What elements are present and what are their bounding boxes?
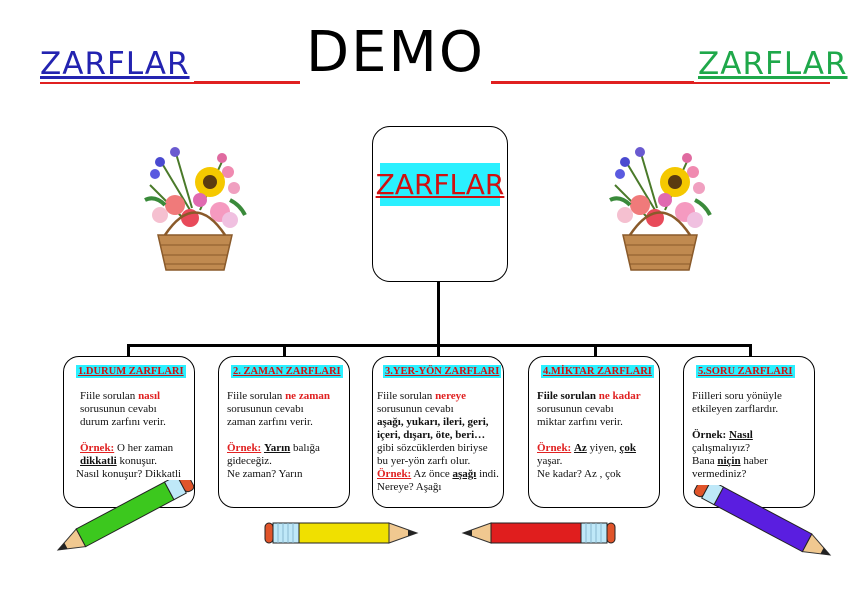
connector-drop-2	[283, 344, 286, 357]
card-keyword: ne zaman	[285, 390, 330, 402]
card-text: bu yer-yön zarfı olur.	[377, 455, 471, 467]
center-label: ZARFLAR	[376, 163, 504, 206]
card-text: balığa	[290, 442, 320, 454]
flower-basket-icon	[609, 147, 712, 271]
card-text: Fiile sorulan	[537, 390, 599, 402]
card-text: aşağı, yukarı, ileri, geri,	[377, 416, 489, 428]
pencil-icon	[264, 522, 419, 544]
card-title: 2. ZAMAN ZARFLARI	[231, 365, 343, 378]
card-keyword: Yarın	[263, 442, 291, 454]
card-text: sorusunun cevabı	[537, 403, 614, 415]
connector-drop-5	[749, 344, 752, 357]
card-text: gibi sözcüklerden biriyse	[377, 442, 488, 454]
card-keyword: nereye	[435, 390, 467, 402]
header-left-title: ZARFLAR	[40, 46, 194, 82]
pencil-icon	[693, 485, 832, 556]
card-title: 4.MİKTAR ZARFLARI	[541, 365, 654, 378]
card-text: sorusunun cevabı	[227, 403, 304, 415]
card-zaman-zarflari: 2. ZAMAN ZARFLARI Fiile sorulan ne zaman…	[218, 356, 350, 508]
connector-drop-4	[594, 344, 597, 357]
card-keyword: Nasıl	[728, 429, 753, 441]
card-text: zaman zarfını verir.	[227, 416, 313, 428]
card-example-label: Örnek:	[692, 429, 727, 441]
card-yer-yon-zarflari: 3.YER-YÖN ZARFLARI Fiile sorulan nereye …	[372, 356, 504, 508]
pencil-icon	[56, 480, 195, 551]
card-text: Fiile sorulan	[227, 390, 286, 402]
card-text: Fiilleri soru yönüyle	[692, 390, 782, 402]
card-text: sorusunun cevabı	[80, 403, 157, 415]
card-text: Ne zaman? Yarın	[227, 468, 303, 480]
card-text: indi.	[476, 468, 499, 480]
header-demo-title: DEMO	[300, 20, 491, 85]
card-title: 5.SORU ZARFLARI	[696, 365, 795, 378]
card-text: konuşur.	[116, 455, 158, 467]
connector-vertical-main	[437, 281, 440, 345]
card-keyword: aşağı	[452, 468, 477, 480]
card-text: Fiile sorulan	[377, 390, 436, 402]
card-title: 3.YER-YÖN ZARFLARI	[383, 365, 502, 378]
card-miktar-zarflari: 4.MİKTAR ZARFLARI Fiile sorulan ne kadar…	[528, 356, 660, 508]
card-example-label: Örnek:	[227, 442, 262, 454]
card-text: Ne kadar? Az , çok	[537, 468, 621, 480]
card-text: O her zaman	[114, 442, 174, 454]
card-text: yaşar.	[537, 455, 563, 467]
card-example-label: Örnek:	[537, 442, 572, 454]
card-text: çalışmalıyız?	[692, 442, 751, 454]
card-text: Nereye? Aşağı	[377, 481, 442, 493]
card-text: Fiile sorulan	[80, 390, 139, 402]
card-example-label: Örnek:	[377, 468, 412, 480]
card-keyword: dikkatli	[80, 455, 117, 467]
card-text: vermediniz?	[692, 468, 747, 480]
card-keyword: Az	[573, 442, 587, 454]
card-text: içeri, dışarı, öte, beri…	[377, 429, 486, 441]
card-keyword: çok	[619, 442, 637, 454]
card-title: 1.DURUM ZARFLARI	[76, 365, 186, 378]
card-example-label: Örnek:	[80, 442, 115, 454]
flower-basket-icon	[144, 147, 247, 271]
card-keyword: ne kadar	[598, 390, 641, 402]
card-text: Bana	[692, 455, 718, 467]
card-soru-zarflari: 5.SORU ZARFLARI Fiilleri soru yönüyle et…	[683, 356, 815, 508]
card-text: yiyen,	[586, 442, 620, 454]
card-keyword: niçin	[717, 455, 741, 467]
card-keyword: nasıl	[138, 390, 161, 402]
card-text: Nasıl konuşur? Dikkatli	[76, 468, 182, 480]
card-text: miktar zarfını verir.	[537, 416, 623, 428]
connector-drop-1	[127, 344, 130, 357]
card-text: haber	[740, 455, 768, 467]
card-text: Az önce	[411, 468, 453, 480]
card-text: sorusunun cevabı	[377, 403, 454, 415]
card-text: etkileyen zarflardır.	[692, 403, 779, 415]
header-right-title: ZARFLAR	[694, 46, 848, 82]
pencil-icon	[461, 522, 616, 544]
connector-drop-3	[437, 344, 440, 357]
card-text: gideceğiz.	[227, 455, 272, 467]
card-text: durum zarfını verir.	[80, 416, 166, 428]
